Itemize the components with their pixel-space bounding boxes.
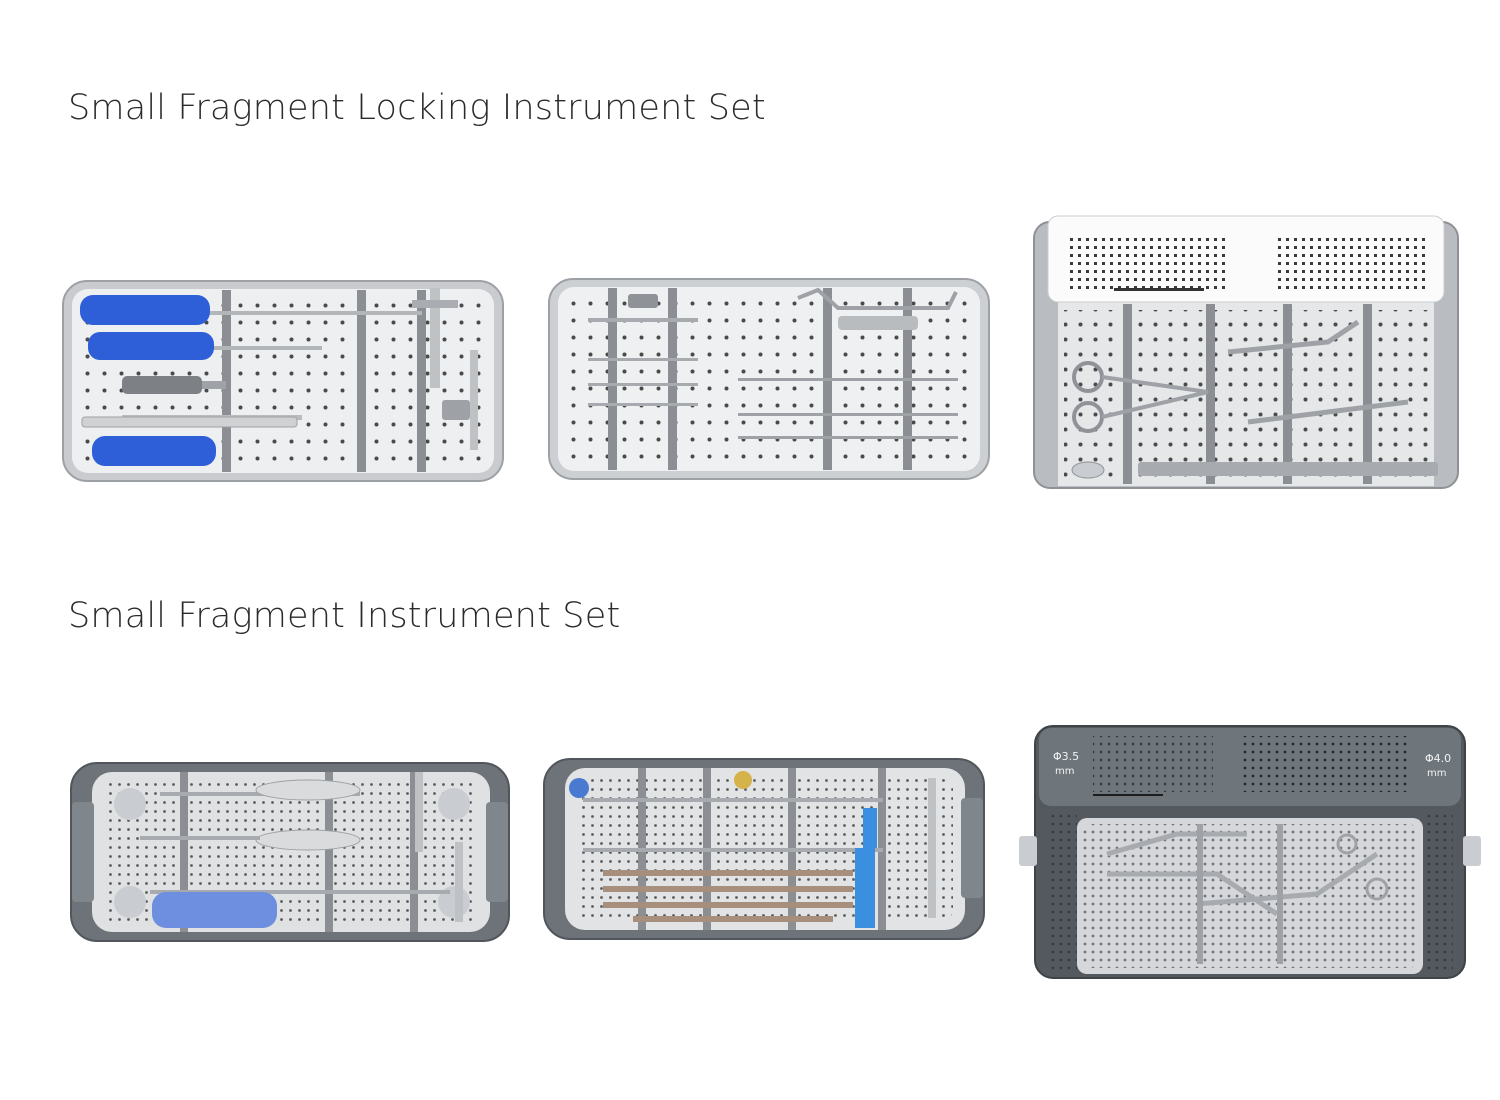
case-photo-instrument-forceps: Φ3.5 mm Φ4.0 mm <box>1019 725 1481 979</box>
tray-photo-locking-screwdrivers <box>62 280 504 482</box>
case-label-right-diameter: Φ4.0 <box>1425 752 1451 765</box>
tray-photo-locking-drills <box>548 278 990 480</box>
section-title-instrument-set: Small Fragment Instrument Set <box>68 596 621 636</box>
case-photo-locking-forceps <box>1033 215 1459 489</box>
section-title-locking-set: Small Fragment Locking Instrument Set <box>68 88 766 128</box>
tray-photo-instrument-drills <box>543 758 985 940</box>
case-label-left-diameter: Φ3.5 <box>1053 750 1079 763</box>
case-label-right-unit: mm <box>1427 768 1446 779</box>
tray-photo-instrument-retractors <box>70 762 510 942</box>
case-label-left-unit: mm <box>1055 766 1074 777</box>
